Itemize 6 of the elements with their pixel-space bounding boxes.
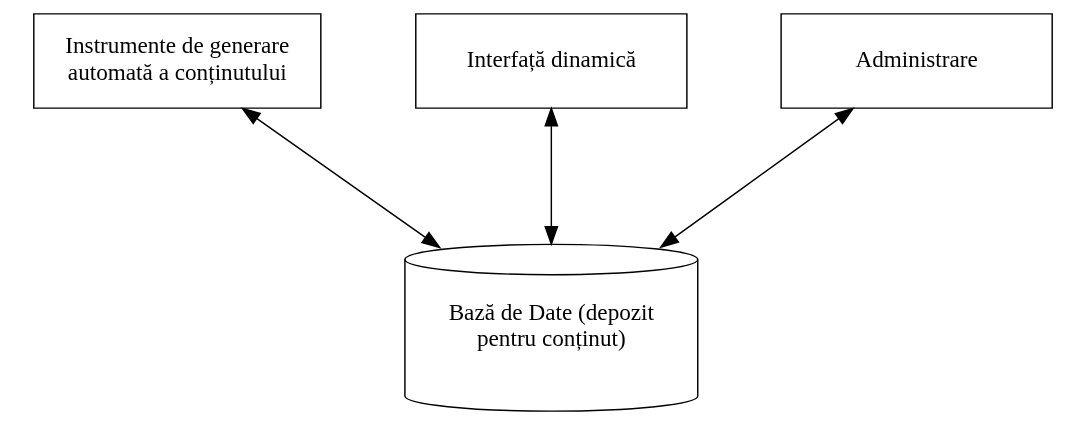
arrow	[544, 106, 559, 247]
node-box: Instrumente de generare automată a conținutului	[33, 13, 322, 109]
arrow	[658, 107, 855, 249]
node-box: Administrare	[780, 13, 1053, 109]
arrow	[240, 107, 442, 249]
node-box: Interfață dinamică	[415, 13, 688, 109]
